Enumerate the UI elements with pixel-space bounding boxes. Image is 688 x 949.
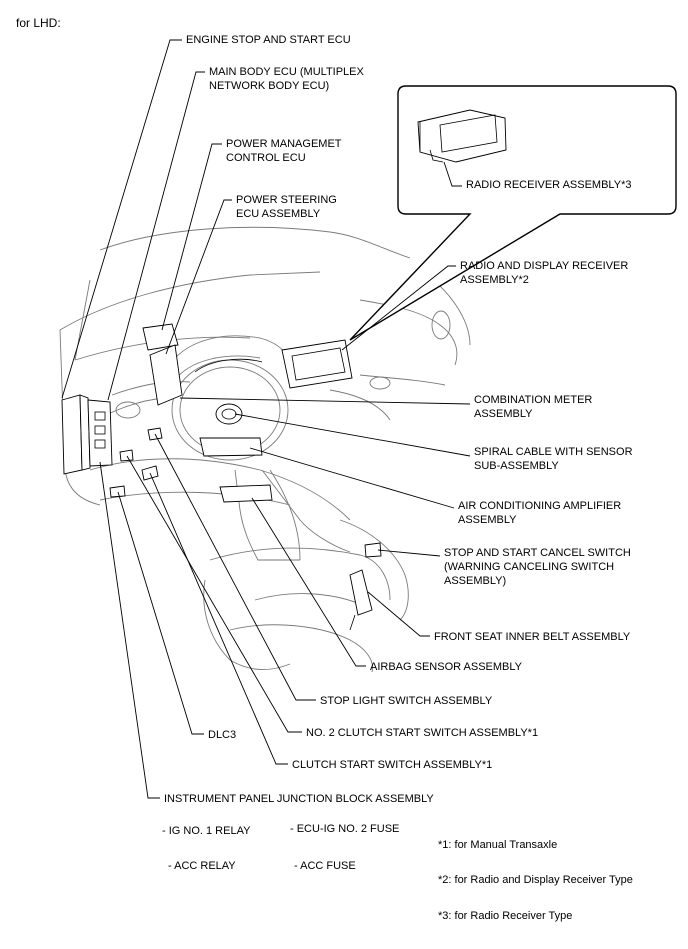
label-ac-amplifier-line1: AIR CONDITIONING AMPLIFIER — [458, 500, 622, 512]
label-combination-meter-line2: ASSEMBLY — [474, 408, 533, 420]
no2-clutch-switch-part — [119, 449, 134, 462]
label-radio-display-line2: ASSEMBLY*2 — [460, 274, 529, 286]
stop-start-cancel-switch-part — [364, 542, 382, 558]
label-main-body-ecu-line1: MAIN BODY ECU (MULTIPLEX — [209, 66, 364, 78]
power-mgmt-ecu-part — [142, 323, 179, 351]
label-engine-stop-start-ecu: ENGINE STOP AND START ECU — [186, 34, 351, 46]
label-front-seat-belt: FRONT SEAT INNER BELT ASSEMBLY — [434, 631, 631, 643]
footnote-3: *3: for Radio Receiver Type — [438, 910, 573, 922]
power-steering-ecu-part — [149, 344, 183, 406]
label-main-body-ecu-line2: NETWORK BODY ECU) — [209, 80, 330, 92]
airbag-sensor-part — [219, 484, 273, 503]
sub-item-ig-no1-relay: - IG NO. 1 RELAY — [162, 825, 251, 837]
label-power-mgmt-line2: CONTROL ECU — [226, 152, 306, 164]
label-ip-junction-block: INSTRUMENT PANEL JUNCTION BLOCK ASSEMBLY — [164, 793, 434, 805]
front-seat-belt-part — [349, 569, 373, 631]
radio-display-receiver-part — [281, 339, 353, 389]
label-radio-receiver: RADIO RECEIVER ASSEMBLY*3 — [466, 179, 632, 191]
page-heading: for LHD: — [16, 16, 61, 30]
label-stop-start-cancel-line3: ASSEMBLY) — [444, 575, 507, 587]
label-spiral-cable-line1: SPIRAL CABLE WITH SENSOR — [474, 446, 633, 458]
label-ac-amplifier-line2: ASSEMBLY — [458, 514, 517, 526]
label-stop-start-cancel-line2: (WARNING CANCELING SWITCH — [444, 561, 615, 573]
label-clutch-start-switch: CLUTCH START SWITCH ASSEMBLY*1 — [292, 759, 493, 771]
ip-junction-block-part — [87, 399, 113, 467]
label-airbag-sensor: AIRBAG SENSOR ASSEMBLY — [370, 661, 523, 673]
label-power-steering-line1: POWER STEERING — [236, 194, 337, 206]
spiral-cable-part — [215, 403, 243, 425]
label-combination-meter-line1: COMBINATION METER — [474, 394, 593, 406]
combination-meter-part — [194, 358, 263, 373]
label-dlc3: DLC3 — [208, 729, 237, 741]
leader-lines — [61, 39, 471, 799]
label-spiral-cable-line2: SUB-ASSEMBLY — [474, 460, 559, 472]
footnote-2: *2: for Radio and Display Receiver Type — [438, 874, 633, 886]
sub-item-acc-relay: - ACC RELAY — [168, 860, 236, 872]
dlc3-part — [109, 485, 126, 498]
label-stop-start-cancel-line1: STOP AND START CANCEL SWITCH — [444, 547, 631, 559]
label-power-mgmt-line1: POWER MANAGEMET — [226, 138, 342, 150]
label-stop-light-switch: STOP LIGHT SWITCH ASSEMBLY — [320, 695, 493, 707]
engine-stop-start-ecu-part — [61, 394, 91, 475]
label-radio-display-line1: RADIO AND DISPLAY RECEIVER — [460, 260, 629, 272]
footnote-1: *1: for Manual Transaxle — [438, 839, 558, 851]
label-power-steering-line2: ECU ASSEMBLY — [236, 208, 321, 220]
sub-item-ecu-ig-no2-fuse: - ECU-IG NO. 2 FUSE — [290, 823, 400, 835]
sub-item-acc-fuse: - ACC FUSE — [294, 860, 356, 872]
label-no2-clutch-switch: NO. 2 CLUTCH START SWITCH ASSEMBLY*1 — [306, 727, 539, 739]
ac-amplifier-part — [199, 437, 263, 457]
radio-receiver-callout — [349, 85, 677, 341]
